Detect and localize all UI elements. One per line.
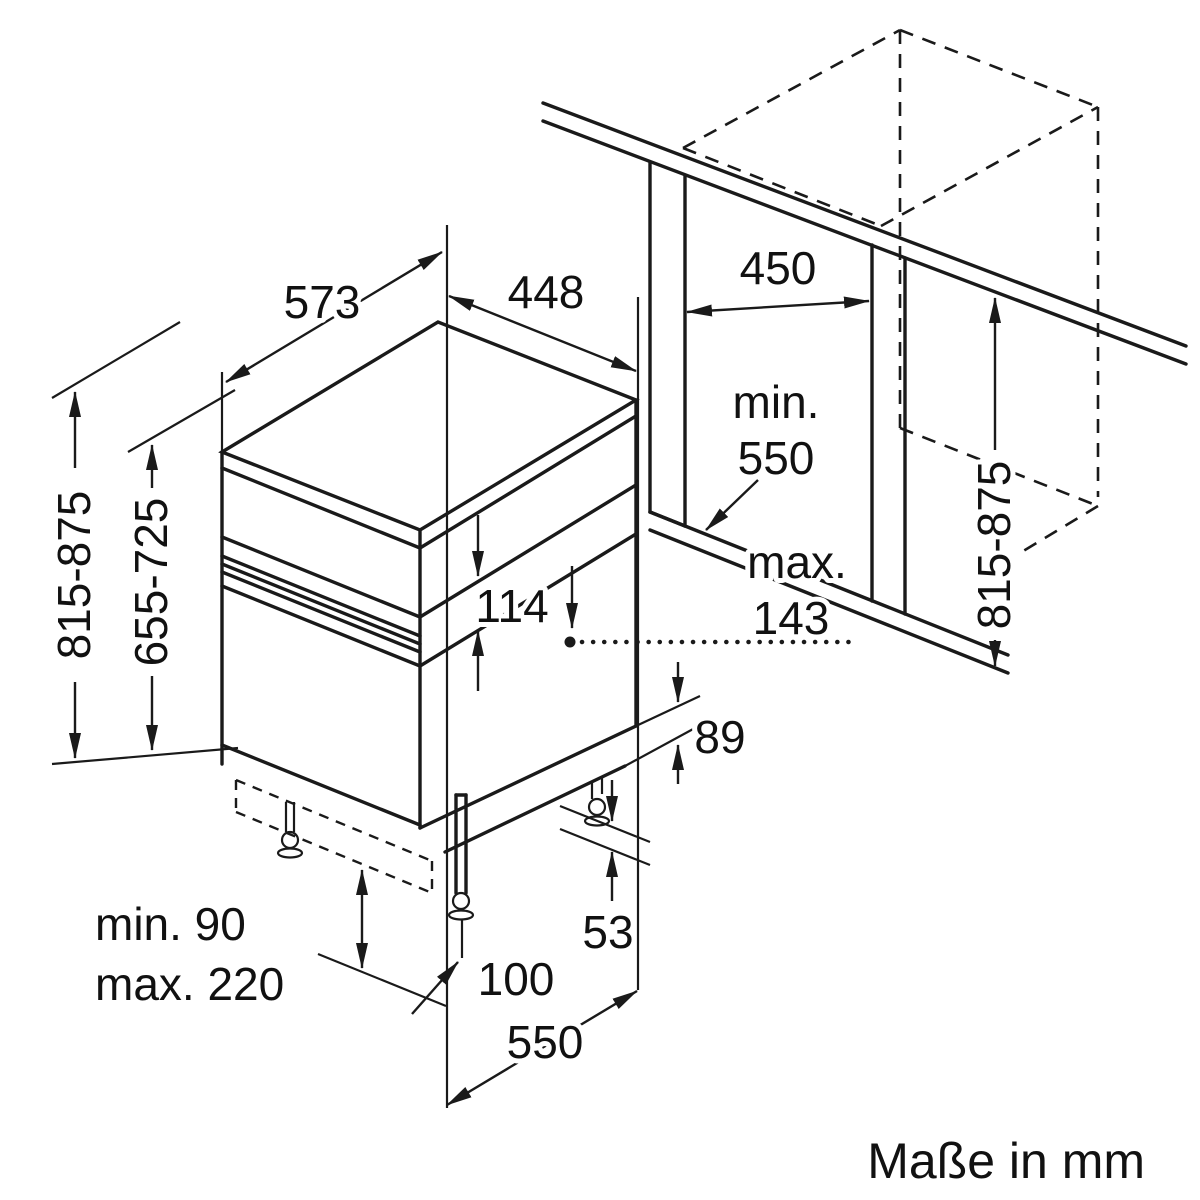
dim-appliance-height: 815-875 xyxy=(43,391,105,759)
dim-base-front: 100 xyxy=(411,948,559,1015)
dim-niche-height: 815-875 xyxy=(963,297,1025,667)
dim-base-rear: 89 xyxy=(672,662,751,784)
dim-815-875-right-label: 815-875 xyxy=(968,461,1020,630)
dim-573-label: 573 xyxy=(284,276,361,328)
dim-niche-depth: min. 550 xyxy=(705,371,824,531)
plinth-dashed-outline xyxy=(234,778,434,895)
dim-89-label: 89 xyxy=(694,711,745,763)
dim-panel-height: 114 xyxy=(470,515,554,691)
dim-815-875-left-label: 815-875 xyxy=(48,491,100,660)
dim-53-label: 53 xyxy=(582,906,633,958)
dim-hose-height: max. 143 xyxy=(566,531,852,649)
worktop-lines xyxy=(541,101,1188,366)
dim-base-depth: 550 xyxy=(446,989,638,1107)
dim-max143-value: 143 xyxy=(753,592,830,644)
dim-100-label: 100 xyxy=(478,953,555,1005)
dishwasher-feet xyxy=(276,777,611,921)
niche-outline xyxy=(648,160,1010,675)
dim-114-label: 114 xyxy=(475,580,548,632)
dim-plinth-min-label: min. 90 xyxy=(95,898,246,950)
units-note: Maße in mm xyxy=(867,1133,1145,1189)
dim-max143-prefix: max. xyxy=(747,536,847,588)
dim-appliance-depth: 573 xyxy=(225,250,443,384)
connection-point-dot xyxy=(564,636,576,648)
dim-rear-foot: 53 xyxy=(577,780,639,963)
dim-plinth-max-label: max. 220 xyxy=(95,958,284,1010)
dim-niche-width: 450 xyxy=(686,237,870,317)
dim-min550-prefix: min. xyxy=(733,376,820,428)
dim-plinth-height: min. 90 max. 220 xyxy=(90,869,368,1015)
connection-dotted-line xyxy=(564,636,853,648)
dim-appliance-width: 448 xyxy=(448,261,637,373)
dim-450-label: 450 xyxy=(740,242,817,294)
dim-448-label: 448 xyxy=(508,266,585,318)
dim-min550-value: 550 xyxy=(738,432,815,484)
dim-front-height: 655-725 xyxy=(120,444,182,751)
dim-655-725-label: 655-725 xyxy=(125,498,177,667)
dishwasher-outline xyxy=(218,320,640,854)
dim-550-label: 550 xyxy=(507,1016,584,1068)
cabinet-dashed-outline xyxy=(682,28,1100,555)
